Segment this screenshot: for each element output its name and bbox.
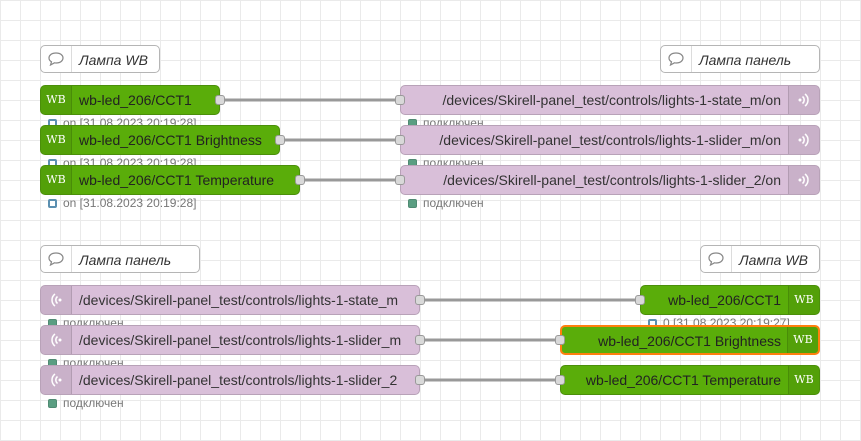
comment-node[interactable]: Лампа WB [700, 245, 820, 273]
radio-waves-icon [51, 373, 62, 387]
radio-waves-icon [798, 133, 809, 147]
node-label: /devices/Skirell-panel_test/controls/lig… [439, 132, 781, 148]
output-port[interactable] [215, 95, 225, 105]
node-label: wb-led_206/CCT1 Temperature [79, 172, 275, 188]
node-label: wb-led_206/CCT1 Temperature [585, 372, 781, 388]
input-port[interactable] [635, 295, 645, 305]
node-label: wb-led_206/CCT1 Brightness [79, 132, 262, 148]
status-connected-icon [408, 199, 417, 208]
node-label: /devices/Skirell-panel_test/controls/lig… [443, 172, 781, 188]
wb-input-node[interactable]: WB wb-led_206/CCT1 Brightness [40, 125, 280, 155]
wb-icon: WB [794, 373, 814, 386]
input-port[interactable] [395, 135, 405, 145]
wb-input-node[interactable]: WB wb-led_206/CCT1 Temperature [40, 165, 300, 195]
wb-output-node[interactable]: wb-led_206/CCT1 Temperature WB [560, 365, 820, 395]
mqtt-in-node[interactable]: /devices/Skirell-panel_test/controls/lig… [40, 365, 420, 395]
node-label: /devices/Skirell-panel_test/controls/lig… [79, 332, 402, 348]
input-port[interactable] [555, 375, 565, 385]
input-port[interactable] [395, 95, 405, 105]
speech-bubble-icon [701, 246, 732, 272]
comment-node[interactable]: Лампа панель [40, 245, 200, 273]
speech-bubble-icon [41, 246, 72, 272]
output-port[interactable] [415, 295, 425, 305]
radio-waves-icon [798, 173, 809, 187]
radio-waves-icon [51, 333, 62, 347]
wb-output-node[interactable]: wb-led_206/CCT1 Brightness WB [560, 325, 820, 355]
comment-label: Лампа панель [79, 252, 172, 268]
node-label: /devices/Skirell-panel_test/controls/lig… [79, 372, 398, 388]
input-port[interactable] [555, 335, 565, 345]
wb-icon: WB [46, 173, 66, 186]
wb-icon: WB [46, 133, 66, 146]
node-status: on [31.08.2023 20:19:28] [48, 196, 196, 210]
node-label: /devices/Skirell-panel_test/controls/lig… [442, 92, 782, 108]
output-port[interactable] [415, 375, 425, 385]
status-connected-icon [48, 399, 57, 408]
input-port[interactable] [395, 175, 405, 185]
speech-bubble-icon [41, 46, 72, 72]
comment-label: Лампа панель [699, 52, 792, 68]
wb-icon: WB [46, 93, 66, 106]
mqtt-out-node[interactable]: /devices/Skirell-panel_test/controls/lig… [400, 125, 820, 155]
mqtt-in-node[interactable]: /devices/Skirell-panel_test/controls/lig… [40, 285, 420, 315]
node-label: wb-led_206/CCT1 [79, 92, 192, 108]
comment-node[interactable]: Лампа панель [660, 45, 820, 73]
node-label: wb-led_206/CCT1 Brightness [598, 333, 781, 349]
node-status: подключен [48, 396, 124, 410]
output-port[interactable] [295, 175, 305, 185]
node-label: /devices/Skirell-panel_test/controls/lig… [79, 292, 399, 308]
speech-bubble-icon [661, 46, 692, 72]
wb-icon: WB [793, 333, 813, 346]
wb-icon: WB [794, 293, 814, 306]
output-port[interactable] [275, 135, 285, 145]
comment-node[interactable]: Лампа WB [40, 45, 160, 73]
output-port[interactable] [415, 335, 425, 345]
comment-label: Лампа WB [739, 252, 808, 268]
radio-waves-icon [798, 93, 809, 107]
comment-label: Лампа WB [79, 52, 148, 68]
node-label: wb-led_206/CCT1 [668, 292, 781, 308]
status-ring-icon [48, 199, 57, 208]
mqtt-out-node[interactable]: /devices/Skirell-panel_test/controls/lig… [400, 85, 820, 115]
wb-output-node[interactable]: wb-led_206/CCT1 WB [640, 285, 820, 315]
mqtt-in-node[interactable]: /devices/Skirell-panel_test/controls/lig… [40, 325, 420, 355]
mqtt-out-node[interactable]: /devices/Skirell-panel_test/controls/lig… [400, 165, 820, 195]
wb-input-node[interactable]: WB wb-led_206/CCT1 [40, 85, 220, 115]
radio-waves-icon [51, 293, 62, 307]
node-status: подключен [408, 196, 484, 210]
